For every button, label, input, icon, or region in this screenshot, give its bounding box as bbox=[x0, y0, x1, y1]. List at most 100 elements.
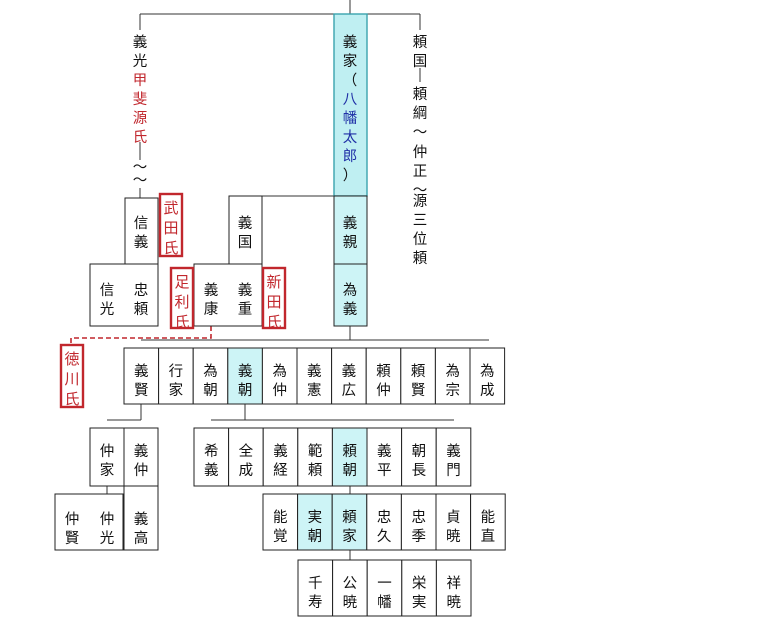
clan-nitta-box bbox=[261, 266, 287, 330]
row4-cell-1 bbox=[158, 347, 194, 405]
yoshiie-label: 義家（ bbox=[343, 34, 358, 89]
row5-right-cell-7 bbox=[435, 427, 472, 487]
tilde-1: 〜 bbox=[133, 160, 148, 176]
row6-left-frame bbox=[54, 493, 124, 551]
row5-right-cell-2 bbox=[262, 427, 299, 487]
row6-right-cell-label: 頼家 bbox=[342, 509, 357, 545]
row4-cell-label: 頼仲 bbox=[376, 363, 391, 399]
tameyoshi-box bbox=[333, 263, 368, 327]
row4-cell-2 bbox=[192, 347, 229, 405]
row7-cell-0 bbox=[297, 559, 334, 617]
clan-takeda-box bbox=[158, 192, 184, 258]
nobuyoshi-label: 信義 bbox=[134, 215, 149, 251]
names: 義光甲斐源氏〜〜義家（八幡太郎）頼国頼綱〜仲正〜源三位頼信義武田氏義国義親信光忠… bbox=[64, 34, 495, 611]
name-boxes bbox=[54, 13, 506, 617]
nakamasa-label: 仲正〜 bbox=[413, 144, 428, 199]
row6-right-cell-3 bbox=[366, 493, 402, 551]
row4-cell-label: 為成 bbox=[480, 363, 495, 399]
row6-right-cell-label: 能覚 bbox=[273, 509, 288, 545]
row6-right-cell-2 bbox=[331, 493, 368, 551]
row4-cell-10 bbox=[469, 347, 506, 405]
tameyoshi-label: 為義 bbox=[343, 282, 358, 318]
yoshishige-label: 義重 bbox=[238, 282, 253, 318]
row4-cell-label: 義広 bbox=[342, 363, 357, 399]
row5-right-cell-label: 朝長 bbox=[412, 443, 427, 479]
row7-cell-1 bbox=[332, 559, 368, 617]
clan-takeda-label: 武田氏 bbox=[163, 199, 178, 257]
clan-ashikaga-box bbox=[169, 266, 195, 330]
yoshiie-end: ） bbox=[343, 167, 358, 184]
yoshichika-box bbox=[333, 195, 368, 265]
clan-tokugawa-box bbox=[59, 343, 85, 409]
clan-nitta-label: 新田氏 bbox=[266, 273, 281, 331]
row3-left-frame bbox=[89, 263, 159, 327]
row5-left-cell-label: 義仲 bbox=[134, 443, 149, 479]
yoritsuna-label: 頼綱〜 bbox=[413, 86, 428, 141]
genzanmi-label: 源三位頼 bbox=[413, 193, 428, 267]
row4-cell-label: 頼賢 bbox=[411, 363, 426, 399]
row5-right-cell-label: 義平 bbox=[377, 443, 392, 479]
hachimantaro-label: 八幡太郎 bbox=[343, 92, 358, 165]
row4-cell-label: 義憲 bbox=[307, 363, 322, 399]
row4-cell-label: 義賢 bbox=[134, 363, 149, 399]
row3-mid-frame bbox=[193, 263, 263, 327]
row4-cell-5 bbox=[296, 347, 333, 405]
nobumitsu-label: 信光 bbox=[100, 282, 115, 318]
yoshimitsu-label: 義光 bbox=[133, 34, 148, 70]
row4-cell-label: 行家 bbox=[169, 363, 184, 399]
tokugawa-link bbox=[70, 326, 212, 348]
row5-right-cell-label: 希義 bbox=[204, 443, 219, 479]
yoshichika-label: 義親 bbox=[343, 215, 358, 251]
row6-right-cell-6 bbox=[470, 493, 506, 551]
yoshikuni-label: 義国 bbox=[238, 215, 253, 251]
row6-right-cell-label: 忠久 bbox=[377, 509, 392, 545]
row6-right-cell-4 bbox=[400, 493, 437, 551]
row5-right-cell-1 bbox=[228, 427, 264, 487]
row7-cell-4 bbox=[435, 559, 472, 617]
nakamitsu-label: 仲光 bbox=[100, 511, 115, 547]
row7-cell-label: 祥暁 bbox=[446, 575, 461, 611]
yoshitaka-box bbox=[123, 485, 159, 551]
row4-cell-label: 為仲 bbox=[272, 363, 287, 399]
row5-right-cell-5 bbox=[366, 427, 403, 487]
clan-ashikaga-label: 足利氏 bbox=[174, 273, 189, 331]
row4-cell-0 bbox=[123, 347, 160, 405]
row7-cell-label: 一幡 bbox=[377, 576, 392, 611]
row4-cell-label: 為宗 bbox=[445, 363, 460, 399]
yoshiyasu-label: 義康 bbox=[204, 282, 219, 318]
row7-cell-2 bbox=[366, 559, 403, 617]
row5-left-cell-label: 仲家 bbox=[100, 443, 115, 479]
row5-right-cell-label: 頼朝 bbox=[342, 443, 357, 479]
row6-right-cell-label: 貞暁 bbox=[446, 509, 461, 545]
clan-tokugawa-label: 徳川氏 bbox=[64, 350, 79, 408]
row6-right-cell-label: 能直 bbox=[481, 509, 496, 545]
row4-cell-7 bbox=[365, 347, 402, 405]
nakakata-label: 仲賢 bbox=[65, 511, 80, 547]
tilde-2: 〜 bbox=[133, 173, 148, 189]
row4-cell-3 bbox=[227, 347, 263, 405]
yorikuni-label: 頼国 bbox=[413, 34, 428, 70]
row4-cell-9 bbox=[434, 347, 471, 405]
row5-right-cell-label: 義経 bbox=[273, 443, 288, 479]
row6-right-cell-label: 実朝 bbox=[308, 509, 323, 545]
row4-cell-8 bbox=[400, 347, 436, 405]
row4-cell-label: 義朝 bbox=[238, 363, 253, 399]
kai-genji-label: 甲斐源氏 bbox=[133, 73, 148, 146]
row5-right-cell-4 bbox=[331, 427, 368, 487]
row6-right-cell-5 bbox=[435, 493, 472, 551]
row5-right-cell-6 bbox=[401, 427, 437, 487]
yoshiie-box bbox=[333, 13, 368, 197]
row7-cell-3 bbox=[401, 559, 437, 617]
tadayori-label: 忠頼 bbox=[134, 282, 149, 318]
row5-left-cell-0 bbox=[89, 427, 125, 487]
row7-cell-label: 公暁 bbox=[343, 576, 358, 611]
row6-right-cell-label: 忠季 bbox=[411, 509, 426, 545]
row5-right-cell-label: 義門 bbox=[446, 443, 461, 479]
yoshitaka-label: 義高 bbox=[134, 511, 149, 547]
row6-right-cell-0 bbox=[262, 493, 299, 551]
yoshikuni-box bbox=[228, 195, 263, 265]
row5-right-cell-label: 全成 bbox=[239, 442, 254, 479]
row5-right-cell-label: 範頼 bbox=[308, 442, 323, 479]
row7-cell-label: 栄実 bbox=[412, 575, 427, 611]
